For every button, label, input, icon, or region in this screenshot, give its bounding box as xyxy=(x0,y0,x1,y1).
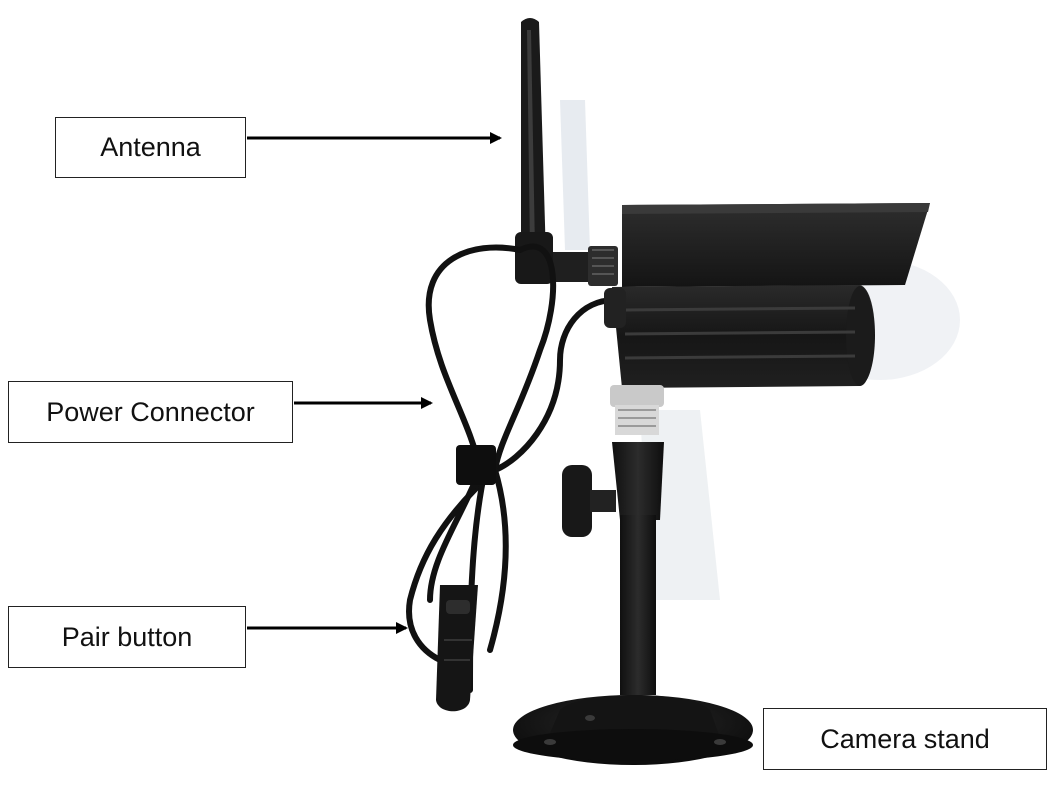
antenna-label: Antenna xyxy=(55,117,246,178)
callout-arrows xyxy=(247,132,502,634)
camera-housing xyxy=(604,203,930,388)
power-connector-label: Power Connector xyxy=(8,381,293,443)
pair-button-connector xyxy=(436,585,478,712)
camera-stand-part xyxy=(513,385,753,765)
cable-clip xyxy=(456,445,496,485)
antenna-part xyxy=(515,18,618,286)
pair-button-label: Pair button xyxy=(8,606,246,668)
power-cable xyxy=(406,243,618,693)
camera-stand-label: Camera stand xyxy=(763,708,1047,770)
